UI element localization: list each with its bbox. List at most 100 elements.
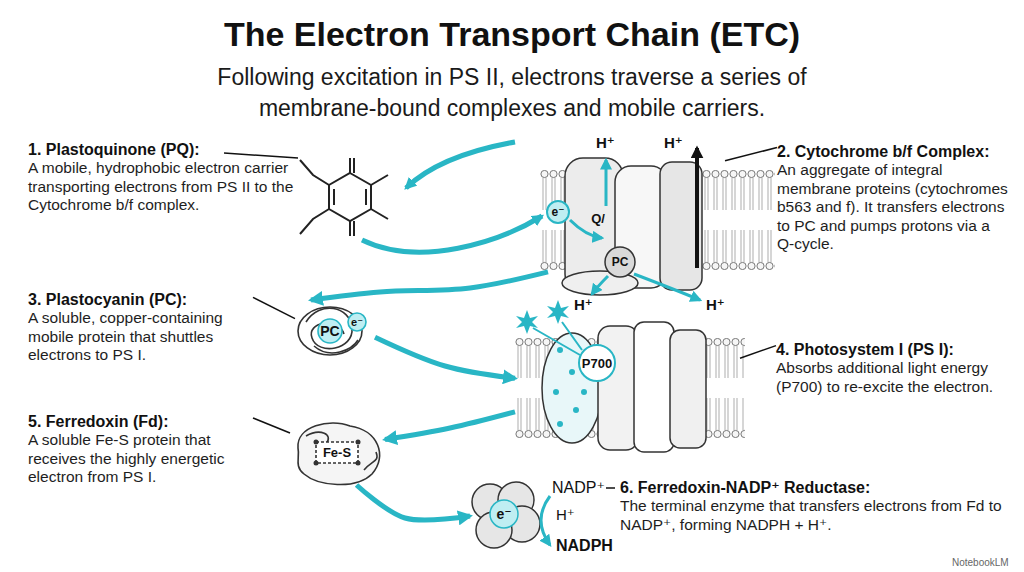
fnr-enzyme xyxy=(490,500,518,528)
photosystem-one xyxy=(557,347,563,353)
proton-label: H⁺ xyxy=(706,296,725,314)
photosystem-one xyxy=(533,322,582,355)
proton-arrow xyxy=(634,274,700,300)
heading: 2. Cytochrome b/f Complex: xyxy=(777,142,1011,161)
heading: 5. Ferredoxin (Fd): xyxy=(28,412,253,431)
plastocyanin-protein: PC e⁻ xyxy=(295,300,375,362)
photosystem-one xyxy=(670,330,706,448)
nadph-arrow xyxy=(541,496,550,545)
electron-flow-arrow xyxy=(375,337,515,378)
part-label: P700 xyxy=(582,356,612,371)
watermark: NotebookLM xyxy=(952,556,1009,569)
description-text: A soluble Fe-S protein that receives the… xyxy=(28,431,253,487)
caption: Following excitation in PS II, electrons… xyxy=(162,62,862,124)
proton-arrow xyxy=(570,148,700,300)
heading: 6. Ferredoxin-NADP⁺ Reductase: xyxy=(620,478,1012,497)
title: The Electron Transport Chain (ETC) xyxy=(0,14,1024,54)
electron-path-arrow xyxy=(362,142,542,252)
leader-line xyxy=(224,153,615,488)
part-label: PC xyxy=(612,255,629,269)
ferredoxin-protein xyxy=(306,432,377,470)
proton-label: H⁺ xyxy=(596,134,615,152)
electron-path-arrow xyxy=(406,142,515,188)
leader-line xyxy=(253,418,290,433)
electron-path-arrow xyxy=(362,216,542,252)
electron-flow-arrow xyxy=(311,272,548,300)
proton-arrow xyxy=(695,148,699,268)
leader-line xyxy=(740,346,776,359)
electron-flow-arrow xyxy=(385,412,515,440)
plastoquinone-molecule xyxy=(300,160,329,234)
part-label: Fe-S xyxy=(323,445,351,460)
heading: 1. Plastoquinone (PQ): xyxy=(28,140,296,159)
substrate-label: NADP⁺ xyxy=(552,478,605,497)
photosystem-one xyxy=(573,407,579,413)
proton-arrow xyxy=(605,160,608,206)
photosystem-one xyxy=(516,310,538,334)
photosystem-one: P700 xyxy=(515,318,740,452)
description-block: 5. Ferredoxin (Fd):A soluble Fe-S protei… xyxy=(28,412,253,487)
photosystem-one xyxy=(579,345,615,381)
plastoquinone-molecule xyxy=(371,175,388,219)
fnr-enzyme xyxy=(472,482,540,548)
plastocyanin-protein xyxy=(348,313,366,331)
cytochrome-bf-complex xyxy=(547,158,702,295)
heading: 4. Photosystem I (PS I): xyxy=(776,340,1010,359)
photosystem-one xyxy=(634,322,674,452)
description-block: 1. Plastoquinone (PQ):A mobile, hydropho… xyxy=(28,140,296,215)
photosystem-one xyxy=(553,389,559,395)
part-label: PC xyxy=(320,323,339,339)
proton-label: H⁺ xyxy=(664,134,683,152)
photosystem-one xyxy=(516,300,706,452)
description-text: Absorbs additional light energy (P700) t… xyxy=(776,359,1010,396)
part-label: Q/ xyxy=(591,211,605,226)
leader-line xyxy=(606,487,615,489)
ferredoxin-protein xyxy=(356,461,361,466)
ferredoxin-protein: Fe-S xyxy=(290,420,385,485)
plastocyanin-protein xyxy=(306,308,352,348)
description-block: 3. Plastocyanin (PC):A soluble, copper-c… xyxy=(28,290,253,365)
photosystem-one xyxy=(516,300,587,427)
plastocyanin-protein xyxy=(298,307,366,355)
ferredoxin-protein xyxy=(298,423,380,485)
heading: 3. Plastocyanin (PC): xyxy=(28,290,253,309)
fnr-enzyme: e⁻ xyxy=(470,480,542,552)
proton-arrow xyxy=(592,276,608,294)
part-label: e⁻ xyxy=(496,506,511,522)
plastoquinone-molecule xyxy=(329,173,371,221)
leader-line xyxy=(224,153,298,158)
ferredoxin-protein xyxy=(298,423,380,485)
leader-line xyxy=(725,148,777,161)
part-label: e⁻ xyxy=(551,205,564,219)
description-text: An aggregate of integral membrane protei… xyxy=(777,161,1011,254)
photosystem-one xyxy=(581,389,587,395)
plastoquinone-molecule xyxy=(350,158,354,236)
ferredoxin-protein xyxy=(314,461,319,466)
ferredoxin-protein xyxy=(356,440,361,445)
cytochrome-bf-complex xyxy=(605,247,635,277)
proton-label: H⁺ xyxy=(556,506,575,524)
ferredoxin-protein xyxy=(316,442,358,463)
photosystem-one xyxy=(598,326,638,450)
part-label: e⁻ xyxy=(351,316,363,329)
photosystem-one xyxy=(569,369,575,375)
electron-flow-arrow xyxy=(357,485,471,520)
nadph-arrow xyxy=(541,496,550,545)
leader-line xyxy=(253,297,295,318)
description-text: A soluble, copper-containing mobile prot… xyxy=(28,309,253,365)
description-block: 2. Cytochrome b/f Complex:An aggregate o… xyxy=(777,142,1011,254)
description-block: 6. Ferredoxin-NADP⁺ Reductase:The termin… xyxy=(620,478,1012,534)
photosystem-one xyxy=(557,421,563,427)
description-block: 4. Photosystem I (PS I):Absorbs addition… xyxy=(776,340,1010,396)
description-text: A mobile, hydrophobic electron carrier t… xyxy=(28,159,296,215)
ferredoxin-protein xyxy=(314,440,361,466)
plastocyanin-protein xyxy=(318,319,342,343)
cytochrome-bf-complex: e⁻ Q/PC xyxy=(548,158,725,292)
plastoquinone-molecule xyxy=(334,189,366,205)
cytochrome-bf-complex xyxy=(547,201,569,223)
ferredoxin-protein xyxy=(314,440,319,445)
description-text: The terminal enzyme that transfers elect… xyxy=(620,497,1012,534)
photosystem-one xyxy=(547,300,569,324)
plastoquinone-molecule xyxy=(300,158,388,236)
